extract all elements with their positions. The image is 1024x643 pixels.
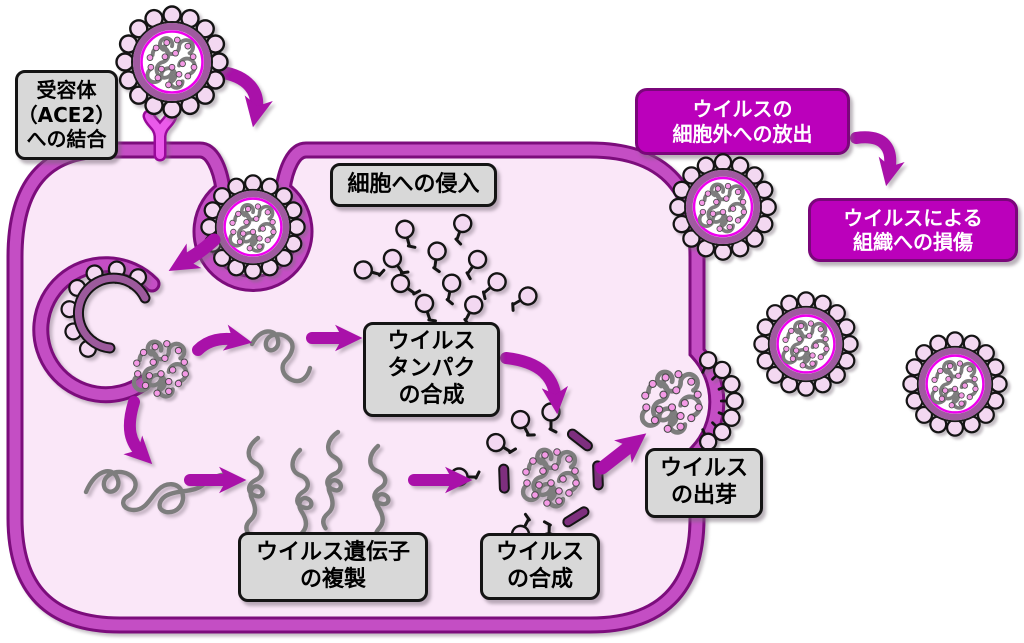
viral-envelope-remnant <box>59 259 151 362</box>
arrow-attachment <box>213 65 273 128</box>
entering-virus-particle <box>201 175 304 278</box>
arrow-to-endosome <box>168 233 221 272</box>
label-line: 細胞への侵入 <box>347 171 480 197</box>
label-line: 細胞外への放出 <box>672 121 813 146</box>
label-line: ウイルス <box>659 456 748 482</box>
label-line: の出芽 <box>670 483 737 508</box>
arrow-release-to-damage <box>850 131 905 187</box>
arrow-uncoating <box>192 324 253 356</box>
arrow-proteins-to-assembly <box>500 352 569 415</box>
label-line: の合成 <box>398 382 465 408</box>
label-line: の合成 <box>506 566 573 592</box>
label-line: 受容体 <box>36 78 97 103</box>
label-protein-synthesis: ウイルス タンパク の合成 <box>363 322 500 417</box>
label-virus-budding: ウイルス の出芽 <box>645 448 763 518</box>
label-virus-release: ウイルスの 細胞外への放出 <box>635 88 850 155</box>
label-gene-replication: ウイルス遺伝子 の複製 <box>238 532 428 602</box>
label-receptor-binding: 受容体 （ACE2） への結合 <box>15 70 118 160</box>
label-tissue-damage: ウイルスによる 組織への損傷 <box>808 198 1018 262</box>
label-line: ウイルスによる <box>843 205 983 230</box>
viral-rna-strand <box>249 329 313 384</box>
label-line: への結合 <box>26 127 107 152</box>
assembling-virus <box>449 402 604 553</box>
label-line: ウイルス遺伝子 <box>255 540 410 566</box>
label-line: ウイルス <box>495 539 584 565</box>
label-line: （ACE2） <box>17 102 116 127</box>
arrow-to-budding <box>595 433 647 475</box>
membrane-fragments <box>498 428 604 528</box>
label-cell-entry: 細胞への侵入 <box>330 163 497 207</box>
label-line: タンパク <box>387 356 476 382</box>
arrow-to-replication <box>123 396 153 465</box>
label-line: の複製 <box>299 567 366 592</box>
label-line: ウイルス <box>387 329 476 355</box>
label-line: 組織への損傷 <box>853 230 973 254</box>
label-virus-assembly: ウイルス の合成 <box>480 533 600 600</box>
replicating-rna-strand <box>83 469 233 515</box>
label-line: ウイルスの <box>692 97 793 122</box>
